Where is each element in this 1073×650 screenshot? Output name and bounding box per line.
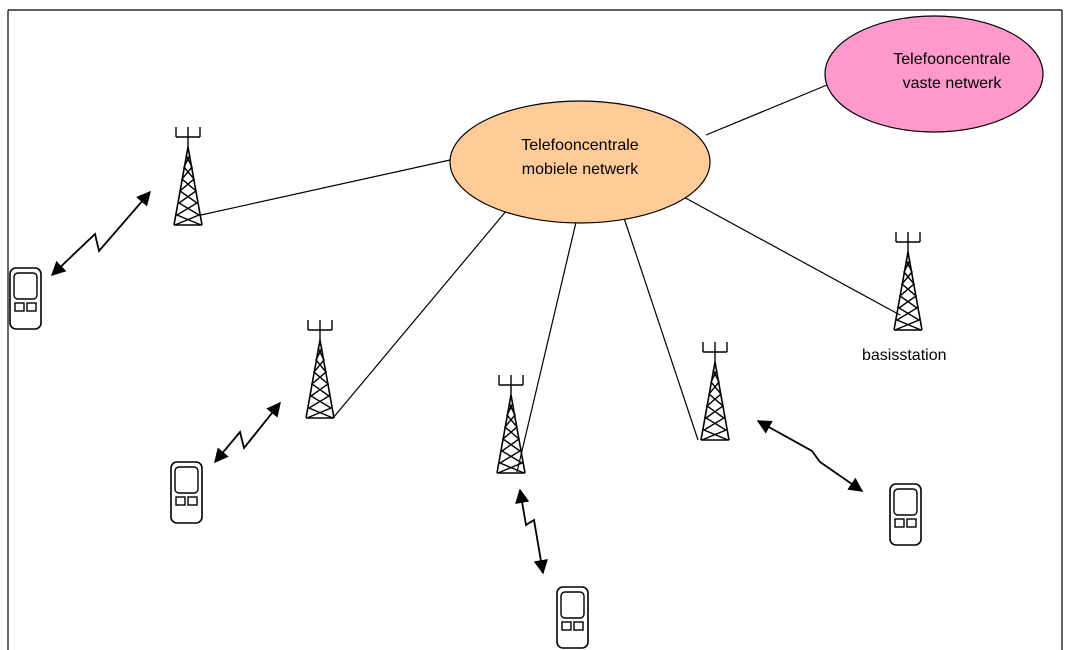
radio-link-arrow-icon	[214, 401, 281, 464]
fixed-exchange-label-line1: Telefooncentrale	[893, 51, 1011, 68]
radio-link-arrow-icon	[50, 190, 151, 276]
mobile-exchange-label-line2: mobiele netwerk	[522, 161, 640, 178]
base-station-tower-icon	[700, 341, 730, 441]
base-station-tower-icon	[173, 126, 203, 226]
mobile-phone-icon	[9, 267, 42, 330]
link-exchange-to-fixed	[705, 84, 828, 136]
connections	[200, 84, 901, 473]
radio-link-arrow-icon	[515, 488, 548, 575]
mobile-exchange-node: Telefooncentrale mobiele netwerk	[449, 100, 711, 224]
wireless-links	[50, 190, 864, 575]
link-exchange-to-bs5	[679, 194, 901, 316]
fixed-exchange-ellipse	[824, 15, 1044, 133]
base-station-label: basisstation	[862, 347, 947, 364]
radio-link-arrow-icon	[756, 420, 864, 492]
mobile-exchange-label-line1: Telefooncentrale	[521, 137, 639, 154]
fixed-exchange-label-line2: vaste netwerk	[903, 75, 1003, 92]
link-exchange-to-bs4	[622, 214, 699, 441]
base-station-tower-icon	[305, 319, 335, 419]
link-exchange-to-bs3	[516, 217, 578, 473]
mobile-phone-icon	[556, 586, 589, 649]
fixed-exchange-node: Telefooncentrale vaste netwerk	[824, 15, 1044, 133]
link-exchange-to-bs1	[200, 159, 451, 216]
mobile-phone-icon	[889, 483, 922, 546]
link-exchange-to-bs2	[332, 209, 508, 419]
mobile-phone-icon	[170, 461, 203, 524]
mobile-exchange-ellipse	[449, 100, 711, 224]
base-station-tower-icon	[893, 231, 923, 331]
